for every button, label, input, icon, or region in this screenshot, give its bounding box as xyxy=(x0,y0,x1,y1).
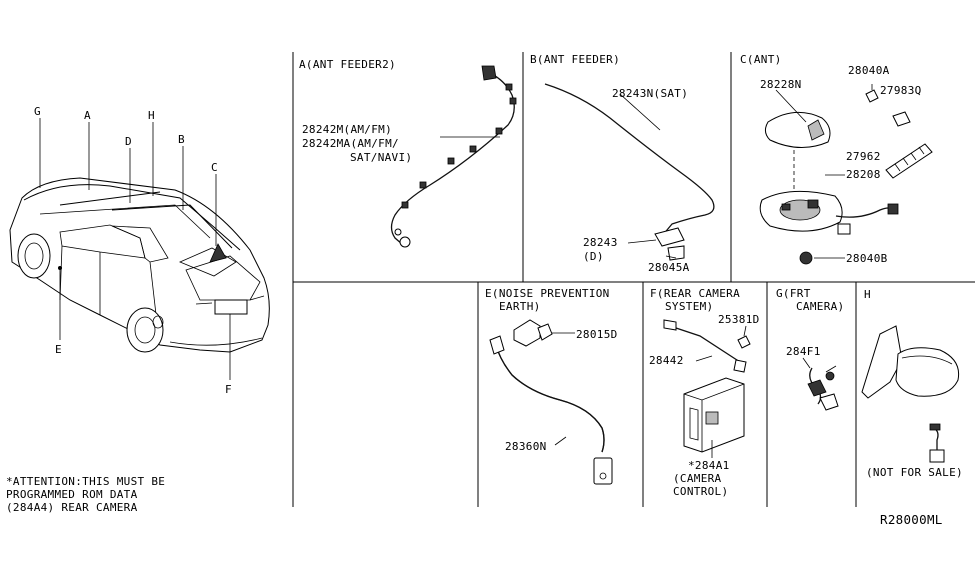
part-28442: 28442 xyxy=(649,354,684,367)
diagram-code: R28000ML xyxy=(880,512,943,527)
section-a-ant-feeder2: A(ANT FEEDER2) 28242M(AM/FM) 28242MA(AM/… xyxy=(299,58,517,248)
part-27962: 27962 xyxy=(846,150,881,163)
section-e-title-1: E(NOISE PREVENTION xyxy=(485,287,610,300)
part-28242ma-sub: SAT/NAVI) xyxy=(350,151,412,164)
part-284a1-sub-1: (CAMERA xyxy=(673,472,722,485)
part-284a1-sub-2: CONTROL) xyxy=(673,485,728,498)
not-for-sale-note: (NOT FOR SALE) xyxy=(866,466,963,479)
part-28040b: 28040B xyxy=(846,252,888,265)
part-28243n: 28243N(SAT) xyxy=(612,87,688,100)
part-284a1: *284A1 xyxy=(688,459,730,472)
part-284f1: 284F1 xyxy=(786,345,821,358)
section-c-ant: C(ANT) 28228N 28208 28040B 28040A 27983Q xyxy=(740,53,933,265)
callout-f: F xyxy=(225,383,232,396)
part-28015d: 28015D xyxy=(576,328,618,341)
vehicle-illustration: G A D H B C E F xyxy=(9,105,270,396)
section-g-title-2: CAMERA) xyxy=(796,300,844,313)
section-g-title-1: G(FRT xyxy=(776,287,811,300)
callout-b: B xyxy=(178,133,185,146)
section-e-title-2: EARTH) xyxy=(499,300,541,313)
part-28360n: 28360N xyxy=(505,440,547,453)
part-28243: 28243 xyxy=(583,236,618,249)
attention-note: *ATTENTION:THIS MUST BE PROGRAMMED ROM D… xyxy=(6,475,165,514)
section-h-mirror: H (NOT FOR SALE) xyxy=(861,288,963,479)
part-28242ma: 28242MA(AM/FM/ xyxy=(302,137,399,150)
section-h-title: H xyxy=(864,288,871,301)
section-b-ant-feeder: B(ANT FEEDER) 28243N(SAT) 28243 (D) 2804… xyxy=(530,53,715,274)
callout-d: D xyxy=(125,135,132,148)
attention-line-2: PROGRAMMED ROM DATA xyxy=(6,488,138,501)
frame-lines xyxy=(292,52,975,507)
section-a-title: A(ANT FEEDER2) xyxy=(299,58,396,71)
part-27983q: 27983Q xyxy=(880,84,922,97)
section-f-title-2: SYSTEM) xyxy=(665,300,713,313)
part-25381d: 25381D xyxy=(718,313,760,326)
section-b-title: B(ANT FEEDER) xyxy=(530,53,620,66)
part-28243-d: (D) xyxy=(583,250,604,263)
part-28228n: 28228N xyxy=(760,78,802,91)
callout-e: E xyxy=(55,343,62,356)
callout-h: H xyxy=(148,109,155,122)
section-e-noise-prevention-earth: E(NOISE PREVENTION EARTH) 28015D 28360N xyxy=(485,287,618,485)
attention-line-1: *ATTENTION:THIS MUST BE xyxy=(6,475,165,488)
part-28208: 28208 xyxy=(846,168,881,181)
part-28242m: 28242M(AM/FM) xyxy=(302,123,392,136)
section-c-title: C(ANT) xyxy=(740,53,782,66)
callout-a: A xyxy=(84,109,91,122)
attention-line-3: (284A4) REAR CAMERA xyxy=(6,501,138,514)
section-f-rear-camera-system: F(REAR CAMERA SYSTEM) 25381D 28442 *284A… xyxy=(649,287,760,498)
callout-g: G xyxy=(34,105,41,118)
callout-c: C xyxy=(211,161,218,174)
part-28045a: 28045A xyxy=(648,261,690,274)
section-f-title-1: F(REAR CAMERA xyxy=(650,287,740,300)
part-28040a: 28040A xyxy=(848,64,890,77)
section-g-front-camera: G(FRT CAMERA) 284F1 xyxy=(776,287,844,411)
